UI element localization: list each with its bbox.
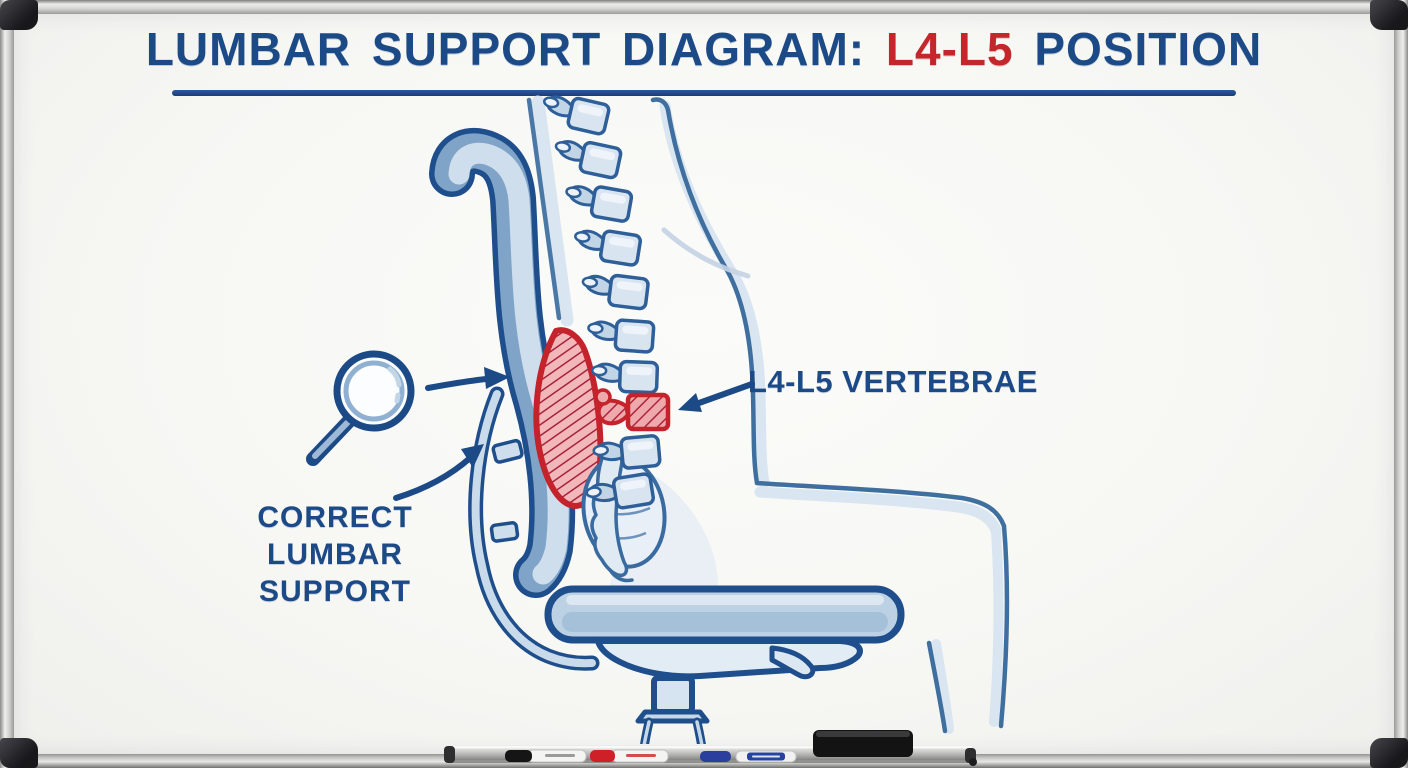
l4-l5-vertebra-highlight	[594, 388, 671, 432]
frame-right	[1394, 0, 1408, 768]
lumbar-support-track	[468, 386, 600, 671]
board-eraser	[813, 730, 913, 757]
frame-top	[0, 0, 1408, 14]
blue-marker	[700, 751, 731, 762]
tray-end-cap	[444, 746, 455, 763]
magnifier-icon	[306, 350, 415, 466]
arrow-right-icon	[425, 367, 510, 391]
support-label-line: SUPPORT	[258, 575, 412, 608]
support-label-line: CORRECT	[257, 501, 413, 534]
title-highlight: L4-L5	[885, 23, 1014, 75]
title-text: POSITION	[1013, 23, 1263, 75]
support-label-line: LUMBAR	[267, 538, 403, 571]
red-capped-marker	[590, 749, 669, 763]
chair-backrest	[429, 127, 576, 598]
title-underline	[172, 90, 1236, 96]
corner-cap	[0, 0, 38, 30]
labeled-marker	[735, 750, 797, 763]
black-capped-marker	[505, 749, 587, 763]
person-back-outline	[526, 95, 574, 327]
l4-l5-vertebrae-label: L4-L5 VERTEBRAE	[748, 364, 1038, 399]
title-text: LUMBAR SUPPORT DIAGRAM:	[145, 23, 886, 75]
chair-base	[595, 638, 863, 761]
seat-adjust-lever	[769, 645, 816, 680]
corner-cap	[1370, 738, 1408, 768]
person-front-outline	[650, 97, 770, 489]
corner-cap	[1370, 0, 1408, 30]
frame-left	[0, 0, 14, 768]
correct-lumbar-support-label: CORRECT LUMBAR SUPPORT	[225, 499, 445, 610]
curved-arrow-icon	[393, 444, 484, 501]
corner-cap	[0, 738, 38, 768]
leader-arrow-icon	[678, 381, 755, 412]
page-title: LUMBAR SUPPORT DIAGRAM: L4-L5 POSITION	[0, 22, 1408, 76]
person-leg-outline	[754, 480, 1010, 734]
